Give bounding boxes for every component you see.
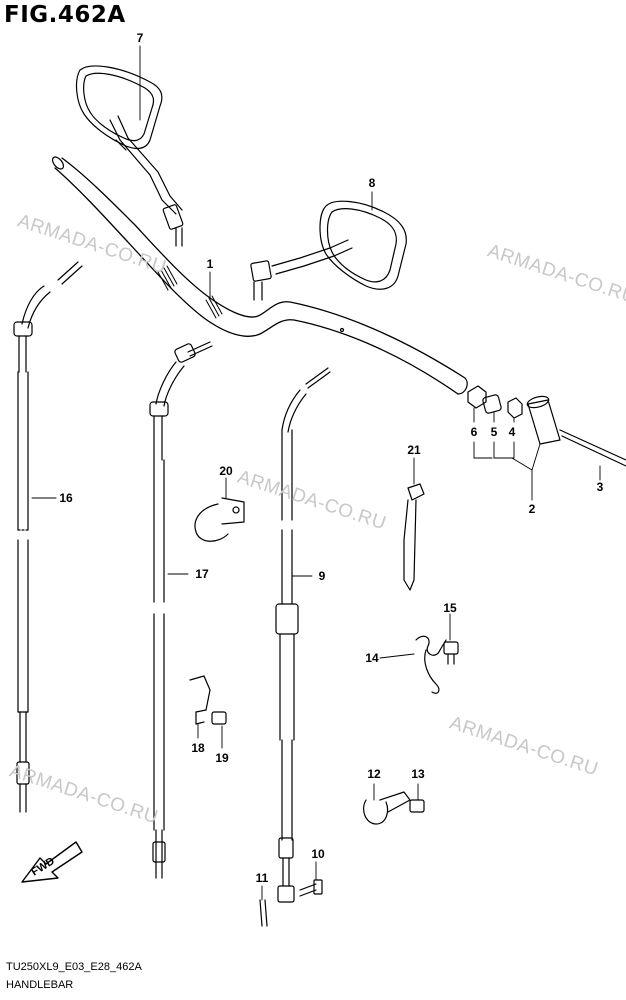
callout-13: 13 xyxy=(411,767,425,781)
bolt-19-part xyxy=(211,711,227,725)
leader-lines xyxy=(31,45,601,901)
clamp-20-part xyxy=(194,497,245,542)
callout-5: 5 xyxy=(490,425,498,439)
callout-17: 17 xyxy=(195,567,209,581)
callout-1: 1 xyxy=(206,257,214,271)
mirror-right-part xyxy=(250,200,407,301)
bolt-15-part xyxy=(443,641,459,665)
handlebar-part xyxy=(51,156,468,395)
figure-title: FIG.462A xyxy=(4,2,126,28)
callout-15: 15 xyxy=(443,601,457,615)
callout-3: 3 xyxy=(596,480,604,494)
callout-10: 10 xyxy=(311,847,325,861)
pin-11-part xyxy=(259,899,268,927)
clip-14-part xyxy=(415,635,447,694)
callout-2: 2 xyxy=(528,502,536,516)
cable-9-part xyxy=(275,367,331,903)
callout-19: 19 xyxy=(215,751,229,765)
cable-16-part xyxy=(13,261,83,813)
bracket-12-part xyxy=(363,791,411,825)
figure-code: TU250XL9_E03_E28_462A xyxy=(6,961,142,973)
callout-11: 11 xyxy=(255,871,269,885)
callout-4: 4 xyxy=(508,425,516,439)
callout-12: 12 xyxy=(367,767,381,781)
mirror-left-part xyxy=(75,65,184,247)
fwd-arrow-icon: FWD xyxy=(21,841,83,883)
callout-6: 6 xyxy=(470,425,478,439)
grip-end-parts xyxy=(467,385,626,467)
callout-18: 18 xyxy=(191,741,205,755)
figure-name: HANDLEBAR xyxy=(6,979,74,991)
callout-7: 7 xyxy=(136,31,144,45)
callout-9: 9 xyxy=(318,569,326,583)
cable-17-part xyxy=(149,341,213,879)
callout-21: 21 xyxy=(407,443,421,457)
clamp-18-part xyxy=(189,675,211,725)
callout-14: 14 xyxy=(365,651,379,665)
callout-8: 8 xyxy=(368,176,376,190)
cable-tie-21-part xyxy=(403,483,425,591)
bolt-10-part xyxy=(299,879,323,897)
callout-20: 20 xyxy=(219,464,233,478)
callout-16: 16 xyxy=(59,491,73,505)
bolt-13-part xyxy=(409,799,425,813)
